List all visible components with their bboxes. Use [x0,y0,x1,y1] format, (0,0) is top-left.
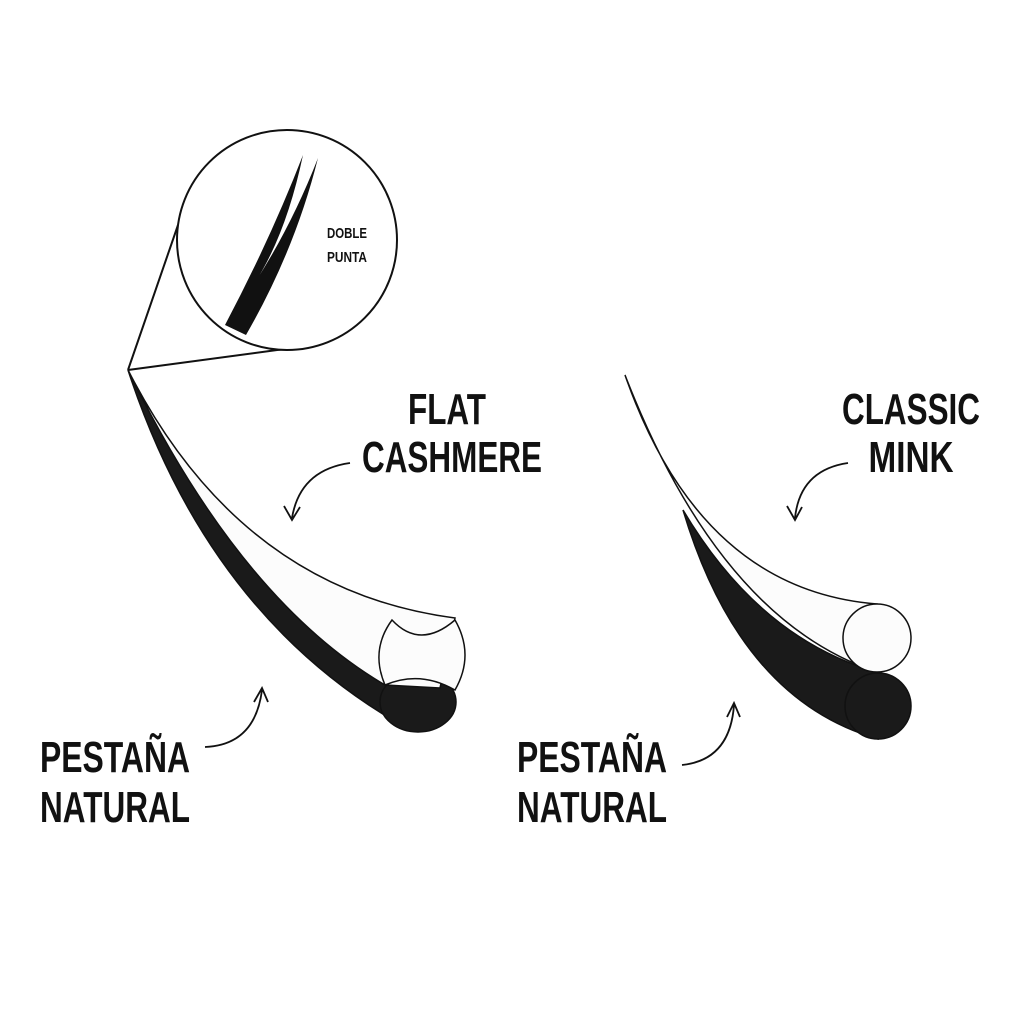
classic-mink-title-line2: MINK [869,433,954,482]
natural-lash-right [682,509,912,740]
classic-mink-title-line1: CLASSIC [842,385,980,434]
flat-cashmere-title-line2: CASHMERE [362,433,542,482]
double-tip-label-line2: PUNTA [327,249,367,266]
flat-cashmere-lash [127,369,466,692]
natural-lash-right-label-line2: NATURAL [517,783,667,832]
natural-lash-left-label-line1: PESTAÑA [40,732,190,782]
arrow-icon [283,462,351,522]
flat-cashmere-title-line1: FLAT [408,385,486,434]
natural-lash-left-label-line2: NATURAL [40,783,190,832]
double-tip-lash-icon [225,155,318,335]
arrow-icon [681,700,741,766]
arrow-icon [786,462,849,522]
natural-lash-right-label-line1: PESTAÑA [517,732,667,782]
classic-mink-lash [624,374,912,674]
arrow-icon [204,685,269,748]
double-tip-label-line1: DOBLE [327,225,367,242]
